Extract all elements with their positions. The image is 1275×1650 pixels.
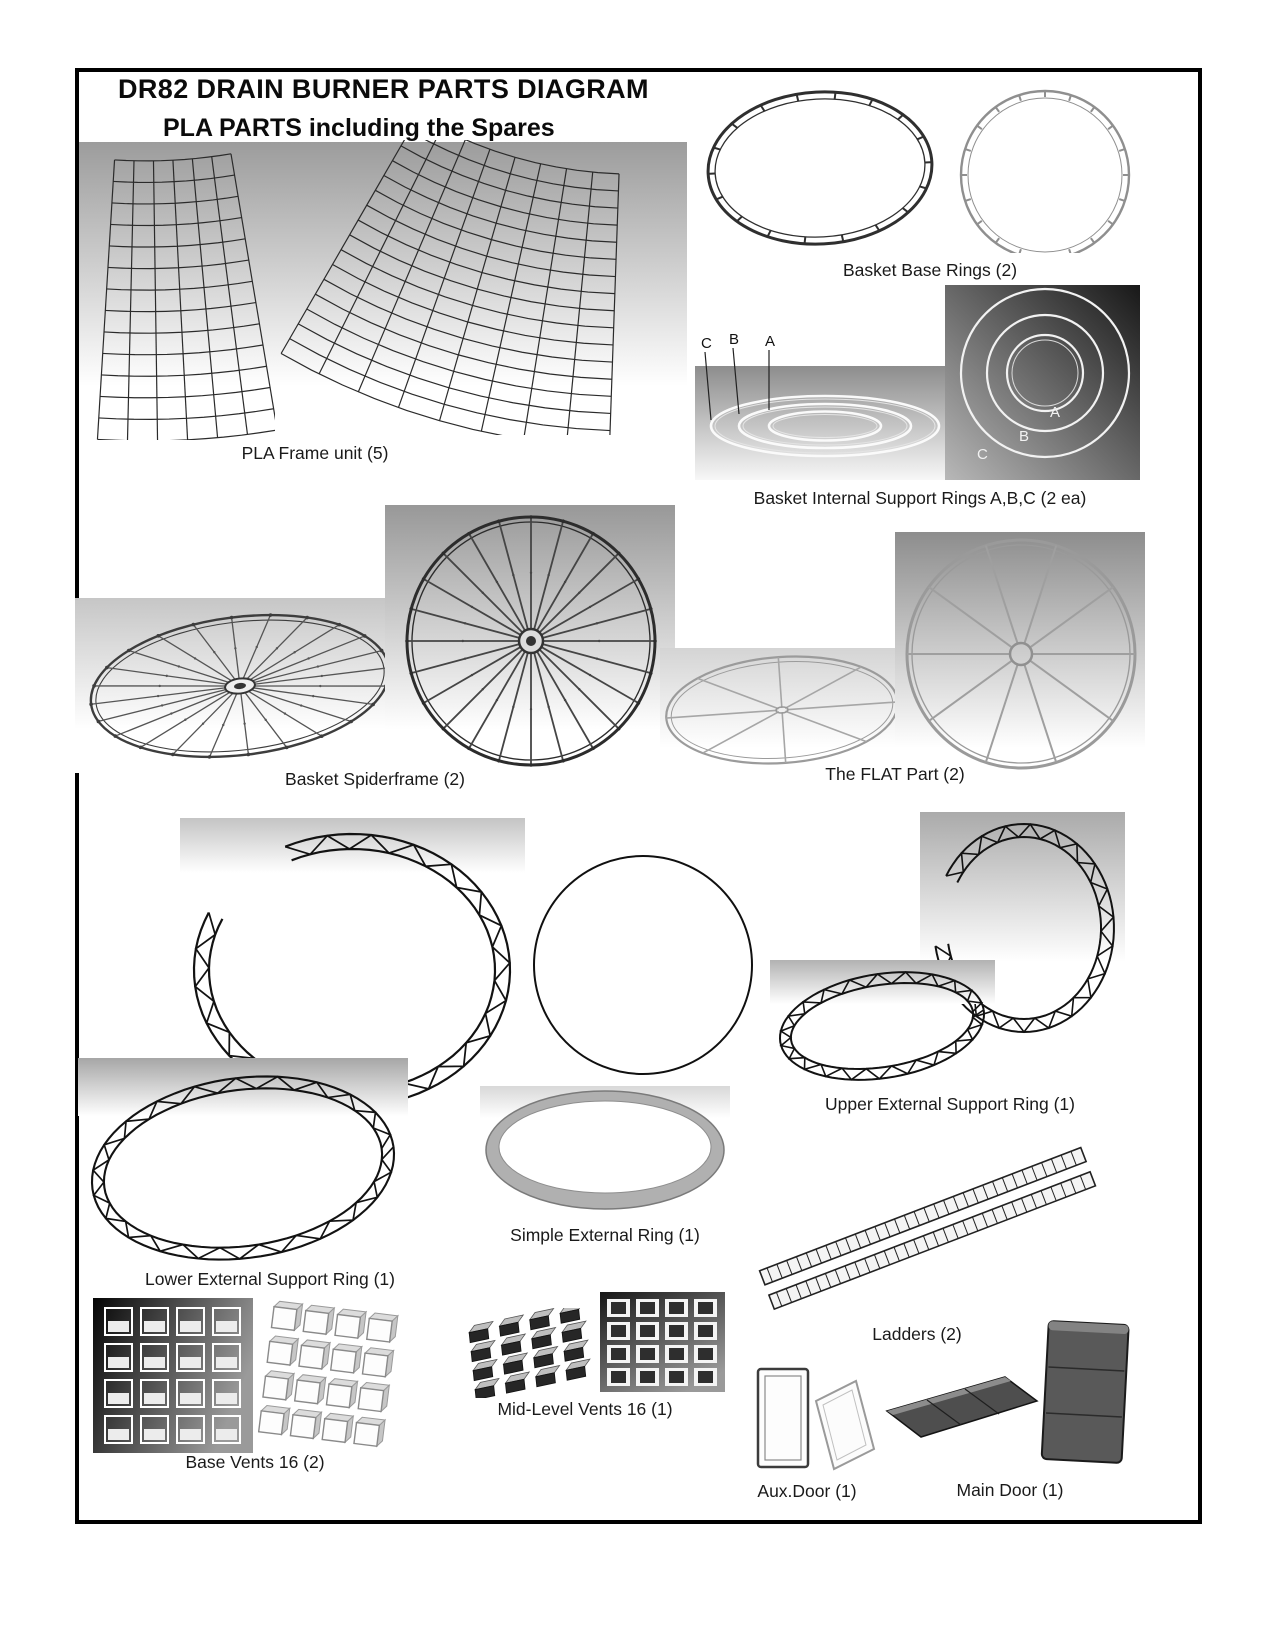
page-subtitle: PLA PARTS including the Spares — [163, 114, 555, 142]
mid-vents-label: Mid-Level Vents 16 (1) — [497, 1399, 673, 1419]
upper-ring-open-drawing — [920, 812, 1125, 1034]
internal-rings-top-drawing: A B C — [945, 285, 1140, 480]
ring-b-top-annotation: B — [1019, 428, 1029, 445]
spiderframe-label: Basket Spiderframe (2) — [285, 769, 465, 789]
support-ring-open-large-drawing — [180, 818, 525, 1108]
ring-c-top-annotation: C — [977, 446, 988, 463]
ring-c-annotation: C — [701, 335, 712, 352]
mid-vents-side-drawing — [468, 1308, 591, 1398]
simple-ring-label: Simple External Ring (1) — [510, 1225, 700, 1245]
ring-a-annotation: A — [765, 333, 775, 350]
aux-door-label: Aux.Door (1) — [757, 1481, 857, 1501]
base-vents-light-drawing — [258, 1300, 399, 1448]
pla-frame-2-drawing — [280, 140, 620, 435]
spiderframe-side-drawing — [75, 598, 395, 773]
basket-base-rings-label: Basket Base Rings (2) — [842, 260, 1018, 280]
main-door-drawing — [885, 1320, 1130, 1464]
ring-b-annotation: B — [729, 331, 739, 348]
simple-ring-perspective-drawing — [480, 1086, 730, 1210]
lower-ring-perspective-drawing — [78, 1058, 408, 1261]
base-vents-label: Base Vents 16 (2) — [185, 1452, 325, 1472]
internal-rings-side-drawing: C B A — [695, 331, 945, 480]
internal-rings-label: Basket Internal Support Rings A,B,C (2 e… — [753, 488, 1087, 508]
flat-part-front-drawing — [895, 532, 1145, 772]
ladders-label: Ladders (2) — [872, 1324, 962, 1344]
flat-part-label: The FLAT Part (2) — [825, 764, 965, 784]
pla-frame-label: PLA Frame unit (5) — [241, 443, 389, 463]
simple-ring-front-drawing — [533, 855, 753, 1075]
aux-door-drawing — [756, 1367, 876, 1471]
pla-frame-1-drawing — [96, 153, 275, 440]
flat-part-side-drawing — [660, 648, 905, 773]
ladders-drawing — [758, 1146, 1097, 1311]
mid-vents-front-drawing — [600, 1292, 725, 1392]
main-door-label: Main Door (1) — [956, 1480, 1064, 1500]
page-title: DR82 DRAIN BURNER PARTS DIAGRAM — [118, 74, 649, 104]
basket-base-rings-drawing — [706, 89, 1131, 253]
base-vents-dark-drawing — [93, 1298, 253, 1453]
ring-a-top-annotation: A — [1050, 404, 1060, 421]
spiderframe-front-drawing — [385, 505, 675, 770]
lower-ring-label: Lower External Support Ring (1) — [145, 1269, 395, 1289]
upper-ring-label: Upper External Support Ring (1) — [825, 1094, 1075, 1114]
upper-ring-perspective-drawing — [770, 960, 995, 1081]
